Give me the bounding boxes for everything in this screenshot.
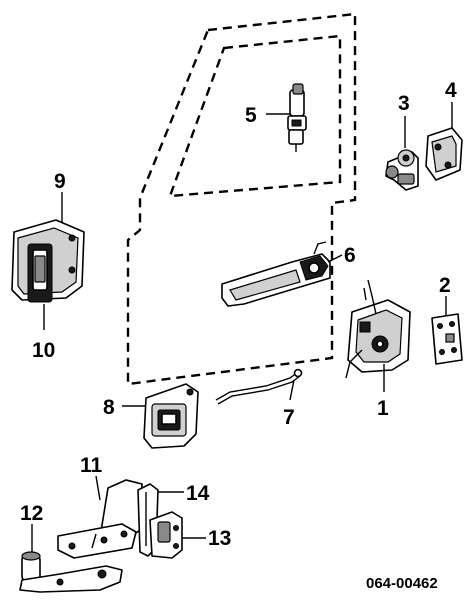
part-12-lower-hinge [19,551,123,593]
callout-8: 8 [103,396,115,419]
part-13-hinge-pin-bracket [149,511,183,559]
part-6-outside-handle [221,241,331,307]
part-2-latch-plate [431,313,463,365]
callout-4: 4 [445,79,457,102]
leader-lines [31,102,453,552]
part-7-control-rod [215,368,303,405]
callout-6: 6 [344,244,356,267]
callout-10: 10 [32,339,55,362]
callout-7: 7 [283,406,295,429]
part-1-door-latch [345,279,411,379]
callout-1: 1 [377,397,389,420]
reference-number: 064-00462 [366,575,438,592]
callout-11: 11 [80,454,103,477]
callout-14: 14 [186,482,210,505]
part-11-hinge-bracket [57,479,143,559]
part-5-lock-mechanism [287,83,307,152]
callout-3: 3 [398,92,410,115]
callout-labels: 5 3 4 9 10 6 2 1 7 8 11 12 14 13 [20,79,457,550]
part-10-inside-handle [27,243,53,303]
callout-2: 2 [439,274,451,297]
part-3-lock-cylinder [385,149,419,191]
part-8-remote-handle-housing [143,383,199,449]
callout-12: 12 [20,502,43,525]
part-4-cylinder-cover [425,127,463,181]
callout-9: 9 [54,170,66,193]
callout-13: 13 [208,527,231,550]
door-frame-outline [126,12,357,386]
callout-5: 5 [245,104,257,127]
